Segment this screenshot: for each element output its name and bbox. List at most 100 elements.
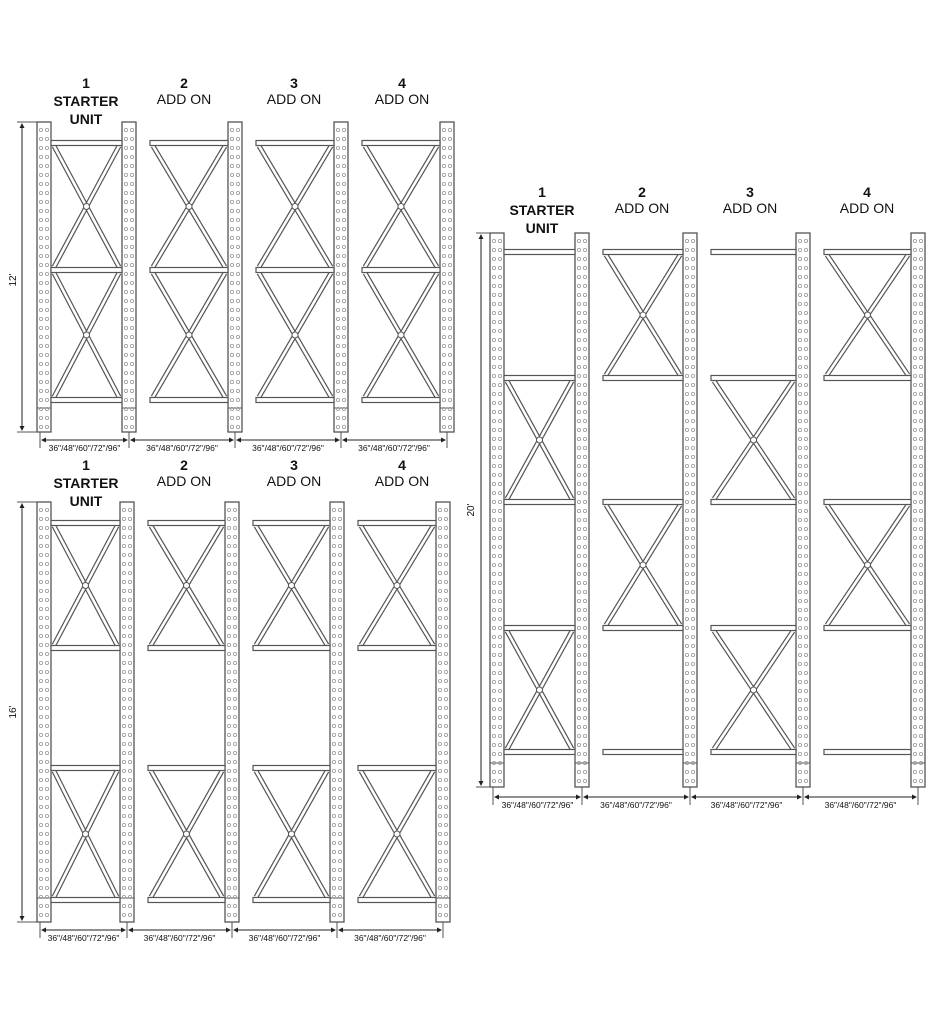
hole-icon — [447, 415, 452, 420]
hole-icon — [129, 244, 134, 249]
hole-icon — [441, 145, 446, 150]
hole-icon — [441, 325, 446, 330]
hole-icon — [497, 698, 502, 703]
width-label: 36"/48"/60"/72"/96" — [600, 800, 672, 810]
hole-icon — [341, 370, 346, 375]
hole-icon — [45, 298, 50, 303]
hole-icon — [691, 761, 696, 766]
hole-icon — [798, 481, 803, 486]
hole-icon — [447, 172, 452, 177]
horizontal-beam — [255, 266, 335, 274]
hole-icon — [232, 724, 237, 729]
hole-icon — [913, 328, 918, 333]
hole-icon — [497, 761, 502, 766]
hole-icon — [491, 454, 496, 459]
hole-icon — [335, 253, 340, 258]
unit-number: 1 — [82, 75, 90, 91]
hole-icon — [127, 769, 132, 774]
hole-icon — [691, 635, 696, 640]
hole-icon — [685, 545, 690, 550]
hole-icon — [798, 590, 803, 595]
hole-icon — [685, 725, 690, 730]
hole-icon — [685, 680, 690, 685]
hole-icon — [447, 298, 452, 303]
hole-icon — [913, 400, 918, 405]
hole-icon — [122, 562, 127, 567]
hole-icon — [39, 553, 44, 558]
hole-icon — [45, 769, 50, 774]
hole-icon — [335, 343, 340, 348]
hole-icon — [45, 253, 50, 258]
horizontal-beam — [503, 374, 576, 382]
hole-icon — [798, 256, 803, 261]
hole-icon — [913, 256, 918, 261]
hole-icon — [45, 598, 50, 603]
hole-icon — [447, 226, 452, 231]
hole-icon — [443, 859, 448, 864]
hole-icon — [913, 779, 918, 784]
hole-icon — [491, 680, 496, 685]
horizontal-beam — [710, 748, 797, 756]
hole-icon — [913, 346, 918, 351]
hole-icon — [913, 373, 918, 378]
hole-icon — [39, 271, 44, 276]
hole-icon — [335, 406, 340, 411]
hole-icon — [583, 445, 588, 450]
upright-post — [224, 501, 240, 923]
hole-icon — [129, 361, 134, 366]
hole-icon — [919, 373, 924, 378]
hole-icon — [226, 715, 231, 720]
hole-icon — [913, 662, 918, 667]
upright-frame — [36, 121, 52, 433]
hole-icon — [341, 190, 346, 195]
hole-icon — [437, 751, 442, 756]
hole-icon — [913, 770, 918, 775]
hole-icon — [497, 608, 502, 613]
hole-icon — [129, 325, 134, 330]
hole-icon — [129, 163, 134, 168]
hole-icon — [583, 662, 588, 667]
hole-icon — [226, 517, 231, 522]
hole-icon — [122, 715, 127, 720]
hole-icon — [45, 172, 50, 177]
hole-icon — [497, 463, 502, 468]
hole-icon — [441, 379, 446, 384]
hole-icon — [337, 598, 342, 603]
hole-icon — [229, 370, 234, 375]
hole-icon — [45, 217, 50, 222]
hole-icon — [913, 743, 918, 748]
hole-icon — [235, 406, 240, 411]
hole-icon — [443, 607, 448, 612]
hole-icon — [913, 581, 918, 586]
hole-icon — [45, 607, 50, 612]
hole-icon — [691, 572, 696, 577]
hole-icon — [919, 563, 924, 568]
hole-icon — [127, 760, 132, 765]
hole-icon — [335, 415, 340, 420]
hole-icon — [341, 307, 346, 312]
hole-icon — [919, 337, 924, 342]
hole-icon — [122, 634, 127, 639]
hole-icon — [804, 734, 809, 739]
upright-frame — [682, 232, 698, 788]
horizontal-beam — [149, 139, 229, 147]
hole-icon — [341, 316, 346, 321]
hole-icon — [685, 238, 690, 243]
hole-icon — [583, 617, 588, 622]
hole-icon — [39, 244, 44, 249]
hole-icon — [122, 616, 127, 621]
hole-icon — [341, 262, 346, 267]
hole-icon — [229, 352, 234, 357]
hole-icon — [685, 481, 690, 486]
hole-icon — [127, 796, 132, 801]
hole-icon — [122, 697, 127, 702]
hole-icon — [497, 328, 502, 333]
hole-icon — [229, 415, 234, 420]
hole-icon — [691, 644, 696, 649]
hole-icon — [685, 247, 690, 252]
hole-icon — [443, 670, 448, 675]
hole-icon — [437, 724, 442, 729]
hole-icon — [491, 382, 496, 387]
